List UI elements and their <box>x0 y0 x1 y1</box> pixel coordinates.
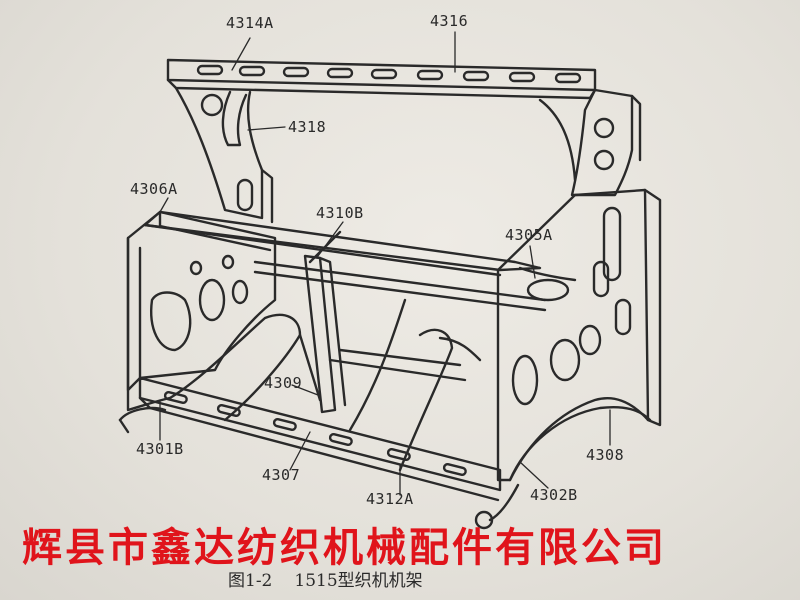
label-4307: 4307 <box>262 466 301 484</box>
cam-shaft-4305A <box>253 260 547 312</box>
center-support-4310B <box>303 230 347 414</box>
label-4306A: 4306A <box>130 180 178 198</box>
figure-title: 1515型织机机架 <box>294 571 423 591</box>
top-rail-4316 <box>166 58 597 100</box>
label-4301B: 4301B <box>136 440 184 458</box>
leader-lines <box>159 31 611 496</box>
right-upper-side-frame <box>538 88 642 197</box>
bottom-front-rail-4307 <box>138 376 502 502</box>
label-4302B: 4302B <box>530 486 578 504</box>
curved-cross-members-4309 <box>168 298 482 472</box>
figure-number: 图1-2 <box>228 571 273 591</box>
label-4305A: 4305A <box>505 226 553 244</box>
figure-caption: 图1-2 1515型织机机架 <box>228 566 423 591</box>
label-4309: 4309 <box>264 374 303 392</box>
label-4308: 4308 <box>586 446 625 464</box>
label-4316: 4316 <box>430 12 469 30</box>
right-side-frame <box>474 188 662 530</box>
label-4310B: 4310B <box>316 204 364 222</box>
label-4312A: 4312A <box>366 490 414 508</box>
left-upper-bracket-4314A <box>174 86 274 224</box>
label-4318: 4318 <box>288 118 327 136</box>
company-watermark: 辉县市鑫达纺织机械配件有限公司 <box>22 525 667 571</box>
label-4314A: 4314A <box>226 14 274 32</box>
